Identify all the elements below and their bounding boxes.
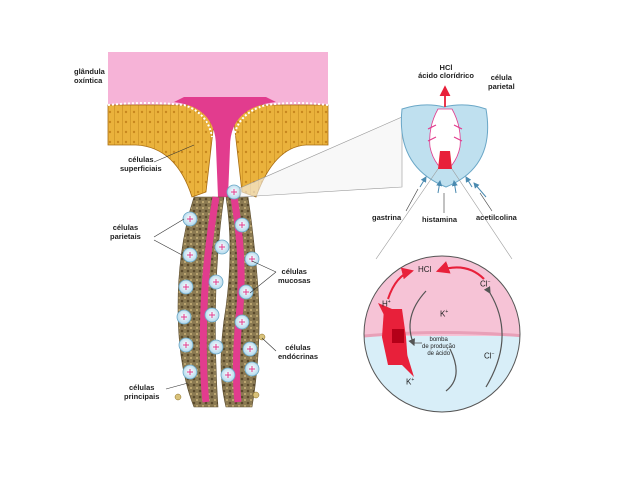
magnification-lines-lower: [375, 168, 513, 260]
label-histamine: histamina: [422, 215, 458, 224]
magnification-lines: [239, 116, 403, 198]
ion-k-plus-upper: K+: [440, 309, 449, 319]
proton-pump-detail: [363, 255, 521, 413]
leader-lines-gland: [153, 144, 277, 390]
label-hydrochloric-acid: ácido clorídrico: [418, 71, 474, 80]
ion-h-plus: H+: [382, 299, 391, 309]
label-hcl-top: HCl: [439, 63, 453, 72]
parietal-cells-gland: [176, 184, 260, 383]
gland-illustration: [107, 52, 329, 408]
label-gastrin: gastrina: [372, 213, 402, 222]
tubule-left-lumen: [199, 196, 220, 403]
ion-cl-minus-lower: Cl−: [484, 351, 495, 361]
parietal-cell-detail: [400, 85, 493, 213]
ion-cl-minus-upper: Cl−: [480, 279, 491, 289]
ion-hcl: HCl: [418, 265, 432, 274]
endocrine-cell: [258, 333, 266, 341]
ion-k-plus-lower: K+: [406, 377, 415, 387]
illustration: [107, 52, 521, 413]
gland-lumen-funnel: [174, 97, 276, 197]
label-acetylcholine: acetilcolina: [476, 213, 517, 222]
superficial-epithelium-left: [107, 104, 215, 198]
